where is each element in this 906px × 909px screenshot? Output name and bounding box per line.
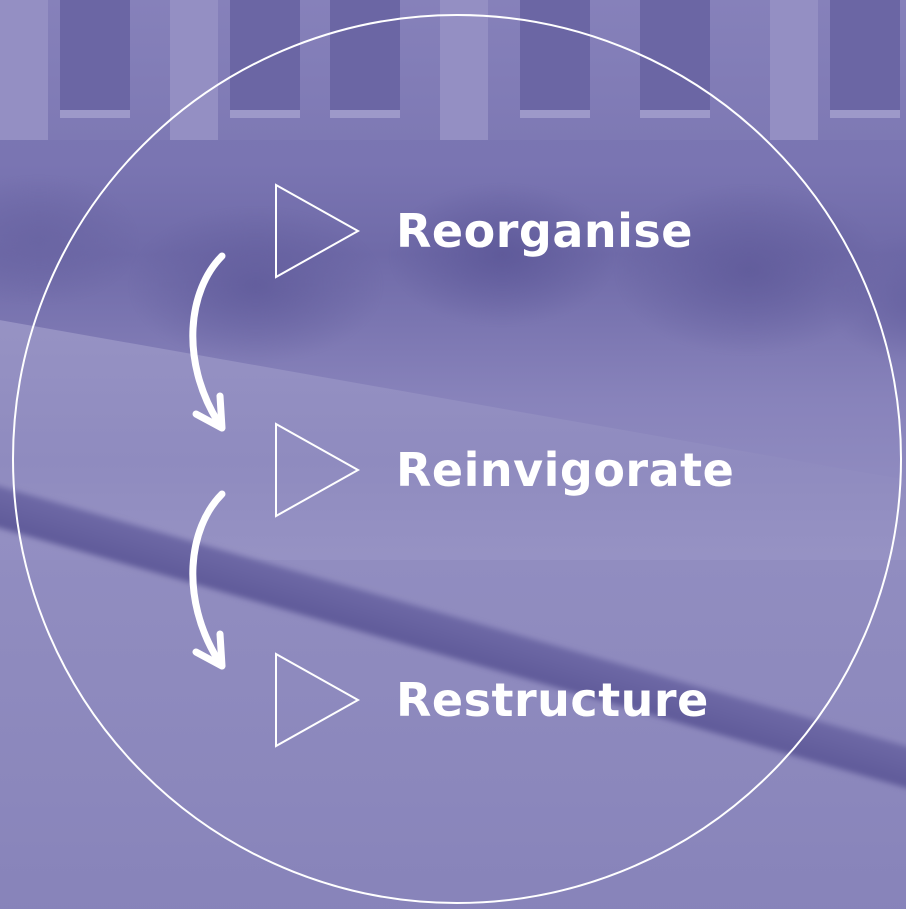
circle-outline [12,14,902,904]
triangle-outline-icon [275,422,361,518]
step-label: Reinvigorate [396,443,735,497]
triangle-outline-icon [275,183,361,279]
curved-arrow-down-icon [189,490,226,670]
curved-arrow-down-icon [189,252,226,432]
step-reorganise: Reorganise [272,181,693,281]
step-restructure: Restructure [272,650,709,750]
triangle-outline-icon [275,652,361,748]
step-reinvigorate: Reinvigorate [272,420,734,520]
step-label: Restructure [396,673,709,727]
step-label: Reorganise [396,204,693,258]
